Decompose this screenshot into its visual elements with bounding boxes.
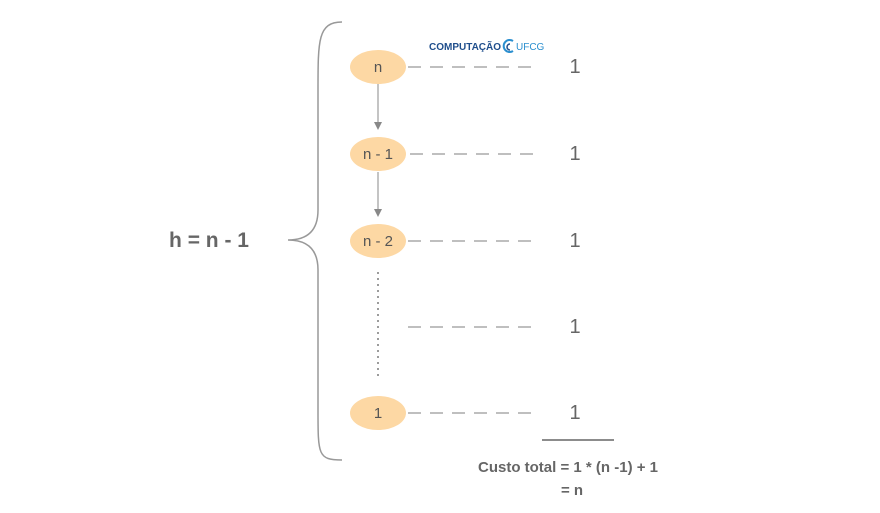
- tree-node-label: n - 2: [363, 233, 393, 250]
- tree-node: [350, 50, 406, 84]
- tree-level-1: n - 1 1: [350, 137, 581, 171]
- tree-node: [350, 224, 406, 258]
- tree-node: [350, 396, 406, 430]
- level-cost: 1: [569, 316, 580, 338]
- tree-level-3: 1: [408, 316, 581, 338]
- total-cost-line2: = n: [561, 482, 583, 499]
- logo-swirl-icon: [502, 39, 514, 53]
- tree-level-4: 1 1: [350, 396, 581, 430]
- level-cost: 1: [569, 143, 580, 165]
- height-brace: [287, 21, 343, 461]
- tree-node-label: n - 1: [363, 146, 393, 163]
- logo-suffix: UFCG: [516, 42, 545, 53]
- level-cost: 1: [569, 402, 580, 424]
- tree-node-label: n: [374, 59, 382, 76]
- tree-level-2: n - 2 1: [350, 224, 581, 258]
- level-cost: 1: [569, 230, 580, 252]
- total-cost-line1: Custo total = 1 * (n -1) + 1: [478, 459, 658, 476]
- tree-node: [350, 137, 406, 171]
- height-label: h = n - 1: [169, 229, 249, 252]
- tree-level-0: n 1: [350, 50, 581, 84]
- tree-node-label: 1: [374, 405, 382, 422]
- level-cost: 1: [569, 56, 580, 78]
- logo: COMPUTAÇÃO UFCG: [429, 39, 545, 53]
- logo-name: COMPUTAÇÃO: [429, 40, 501, 53]
